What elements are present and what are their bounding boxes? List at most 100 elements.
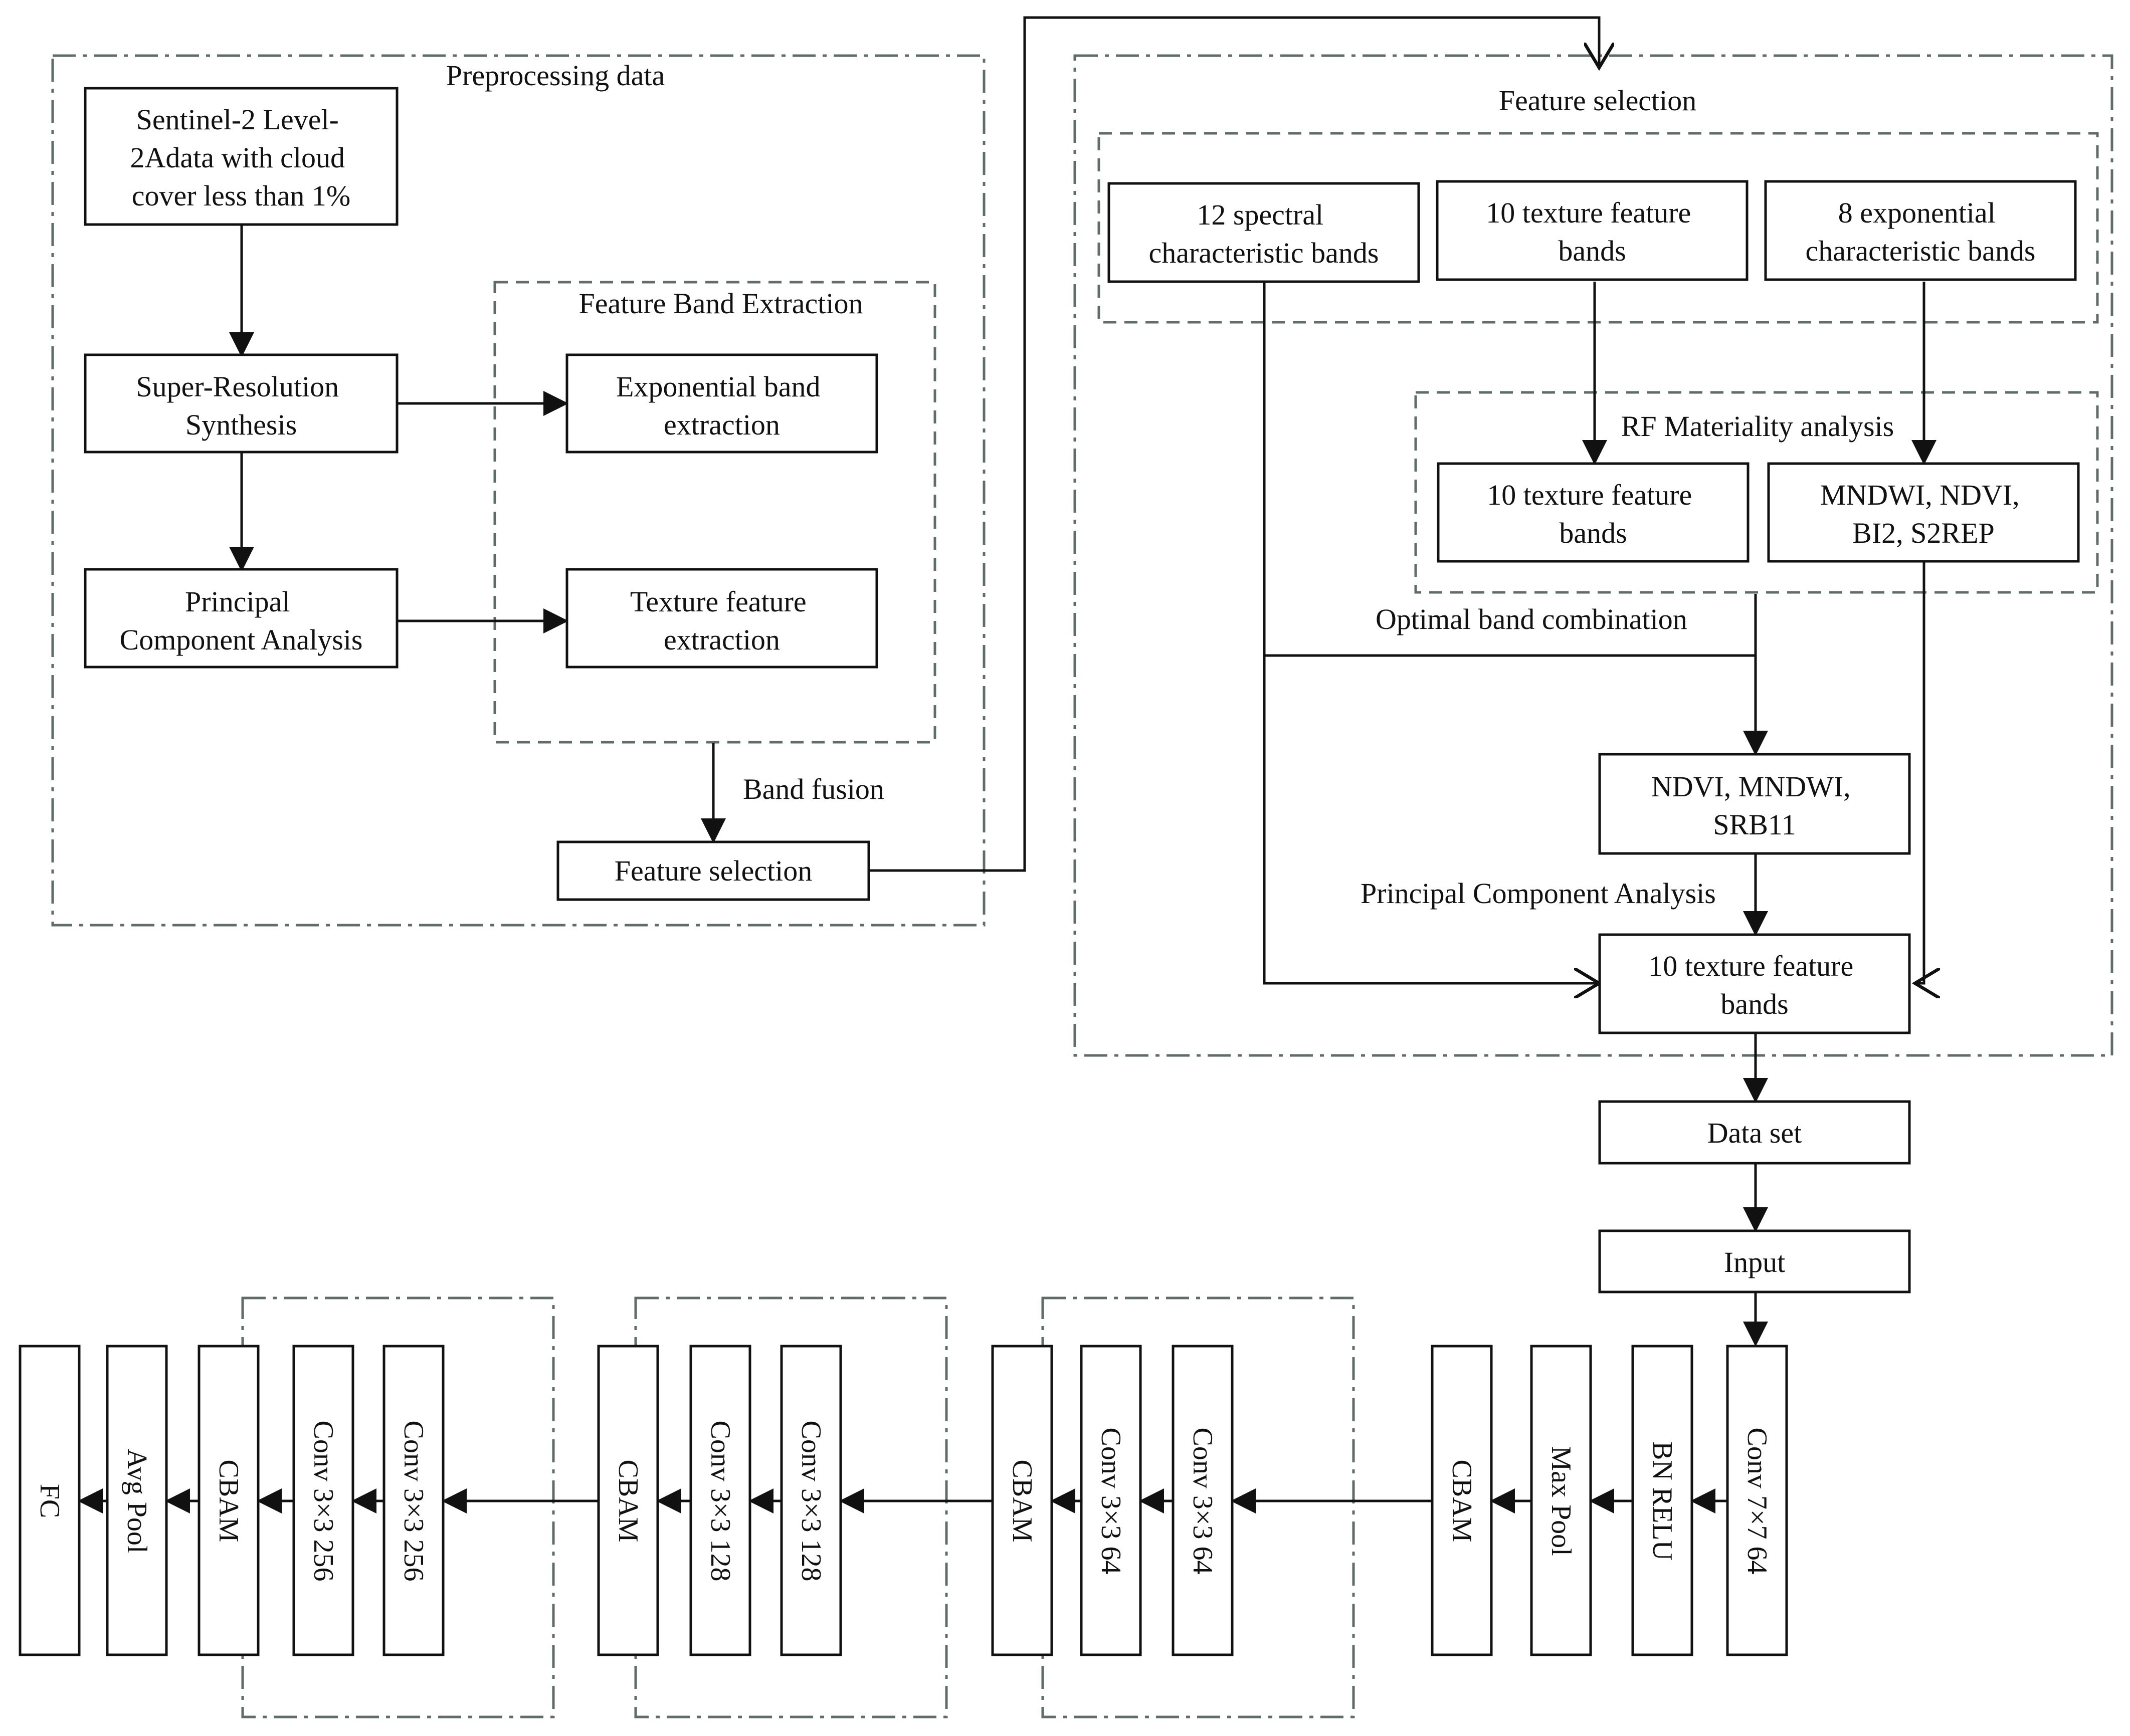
- superres-line-2: Synthesis: [185, 408, 297, 441]
- source-box: [84, 87, 399, 226]
- input-box: [1598, 1229, 1911, 1293]
- band-extraction-title: Feature Band Extraction: [579, 287, 863, 320]
- layer-label-12: Conv 3×3 256: [308, 1421, 339, 1582]
- final-bands-text: 10 texture feature bands: [1648, 950, 1861, 1020]
- layer-box-6: [1080, 1345, 1142, 1656]
- exponential-bands-text: 8 exponential characteristic bands: [1806, 196, 2036, 267]
- optimal-bands-box: [1598, 753, 1911, 855]
- layer-label-4: CBAM: [1446, 1460, 1477, 1543]
- optimal-combination-label: Optimal band combination: [1376, 603, 1687, 635]
- rf-texture-text: 10 texture feature bands: [1487, 479, 1699, 549]
- rf-texture-line-1: 10 texture feature: [1487, 479, 1692, 511]
- layer-box-7: [991, 1345, 1053, 1656]
- texture-extraction-line-2: extraction: [664, 623, 780, 656]
- final-bands-line-2: bands: [1720, 988, 1788, 1020]
- layer-box-4: [1431, 1345, 1493, 1656]
- texture-bands-line-2: bands: [1558, 235, 1626, 267]
- rf-indices-line-2: BI2, S2REP: [1852, 517, 1995, 549]
- layer-label-11: Conv 3×3 256: [398, 1421, 429, 1582]
- layer-box-12: [292, 1345, 354, 1656]
- feature-selection-title: Feature selection: [1499, 84, 1697, 117]
- layer-label-5: Conv 3×3 64: [1187, 1428, 1218, 1575]
- band-extraction-region: [493, 281, 936, 744]
- spectral-line-1: 12 spectral: [1197, 198, 1323, 231]
- superres-box: [84, 353, 399, 454]
- layer-box-9: [689, 1345, 751, 1656]
- layer-label-9: Conv 3×3 128: [705, 1421, 736, 1582]
- spectral-box: [1107, 182, 1420, 283]
- line-rf-indices-to-final: [1915, 560, 1924, 983]
- texture-extraction-box: [565, 568, 878, 669]
- layer-label-2: BN RELU: [1647, 1441, 1678, 1561]
- layer-label-7: CBAM: [1007, 1460, 1038, 1543]
- pca-text: Principal Component Analysis: [120, 585, 363, 656]
- line-spectral-down: [1263, 282, 1599, 983]
- feature-selection-box-text: Feature selection: [615, 854, 813, 887]
- source-line-1: Sentinel-2 Level-: [136, 103, 339, 136]
- rf-indices-text: MNDWI, NDVI, BI2, S2REP: [1820, 479, 2027, 549]
- texture-extraction-text: Texture feature extraction: [630, 585, 814, 656]
- layer-label-14: Avg Pool: [121, 1449, 152, 1554]
- layer-label-1: Conv 7×7 64: [1741, 1428, 1773, 1575]
- optimal-bands-line-1: NDVI, MNDWI,: [1651, 770, 1851, 803]
- preprocessing-region: [51, 54, 986, 927]
- dataset-text: Data set: [1707, 1117, 1802, 1149]
- dataset-box: [1598, 1100, 1911, 1165]
- layer-box-13: [198, 1345, 260, 1656]
- source-line-2: 2Adata with cloud: [130, 141, 345, 174]
- optimal-bands-text: NDVI, MNDWI, SRB11: [1651, 770, 1858, 841]
- layer-label-13: CBAM: [213, 1460, 244, 1543]
- exponential-extraction-box: [565, 353, 878, 454]
- exponential-bands-line-2: characteristic bands: [1806, 235, 2036, 267]
- texture-bands-box: [1436, 180, 1749, 281]
- texture-bands-line-1: 10 texture feature: [1486, 196, 1691, 229]
- layer-box-14: [106, 1345, 168, 1656]
- input-text: Input: [1724, 1246, 1785, 1278]
- superres-text: Super-Resolution Synthesis: [136, 370, 346, 441]
- layer-box-15: [19, 1345, 81, 1656]
- network-layers: Conv 7×7 64 BN RELU Max Pool CBAM Conv 3×3 6…: [19, 1345, 1788, 1656]
- texture-bands-text: 10 texture feature bands: [1486, 196, 1698, 267]
- layer-label-8: Conv 3×3 128: [796, 1421, 827, 1582]
- arrow-selection-to-stage2: [869, 16, 1599, 872]
- feature-selection-region: [1073, 54, 2113, 1057]
- rf-analysis-title: RF Materiality analysis: [1621, 410, 1894, 443]
- optimal-bands-line-2: SRB11: [1713, 808, 1796, 841]
- layer-box-11: [382, 1345, 445, 1656]
- pca-line-2: Component Analysis: [120, 623, 363, 656]
- feature-selection-box: [556, 840, 870, 901]
- preprocessing-title: Preprocessing data: [446, 59, 665, 92]
- spectral-line-2: characteristic bands: [1149, 237, 1379, 269]
- layer-label-15: FC: [34, 1484, 65, 1518]
- layer-box-10: [597, 1345, 659, 1656]
- final-bands-box: [1598, 933, 1911, 1034]
- layer-box-2: [1631, 1345, 1693, 1656]
- exponential-extraction-line-1: Exponential band: [616, 370, 821, 403]
- connectors: [229, 16, 1924, 1347]
- pca-label: Principal Component Analysis: [1361, 877, 1716, 910]
- rf-analysis-region: [1414, 391, 2099, 594]
- rf-texture-box: [1437, 462, 1750, 563]
- exponential-extraction-line-2: extraction: [664, 408, 780, 441]
- superres-line-1: Super-Resolution: [136, 370, 339, 403]
- layer-label-10: CBAM: [613, 1460, 644, 1543]
- exponential-extraction-text: Exponential band extraction: [616, 370, 828, 441]
- layer-label-6: Conv 3×3 64: [1095, 1428, 1126, 1575]
- exponential-bands-box: [1764, 180, 2077, 281]
- source-text: Sentinel-2 Level- 2Adata with cloud cove…: [130, 103, 352, 212]
- layer-box-5: [1172, 1345, 1234, 1656]
- rf-indices-box: [1767, 462, 2080, 563]
- pca-box: [84, 568, 399, 669]
- layer-box-3: [1530, 1345, 1592, 1656]
- layer-box-8: [780, 1345, 842, 1656]
- layer-box-1: [1726, 1345, 1788, 1656]
- exponential-bands-line-1: 8 exponential: [1838, 196, 1996, 229]
- final-bands-line-1: 10 texture feature: [1648, 950, 1853, 982]
- spectral-text: 12 spectral characteristic bands: [1149, 198, 1379, 269]
- rf-indices-line-1: MNDWI, NDVI,: [1820, 479, 2020, 511]
- layer-label-3: Max Pool: [1545, 1446, 1577, 1556]
- band-fusion-label: Band fusion: [743, 773, 884, 805]
- rf-texture-line-2: bands: [1559, 517, 1627, 549]
- source-line-3: cover less than 1%: [132, 179, 350, 212]
